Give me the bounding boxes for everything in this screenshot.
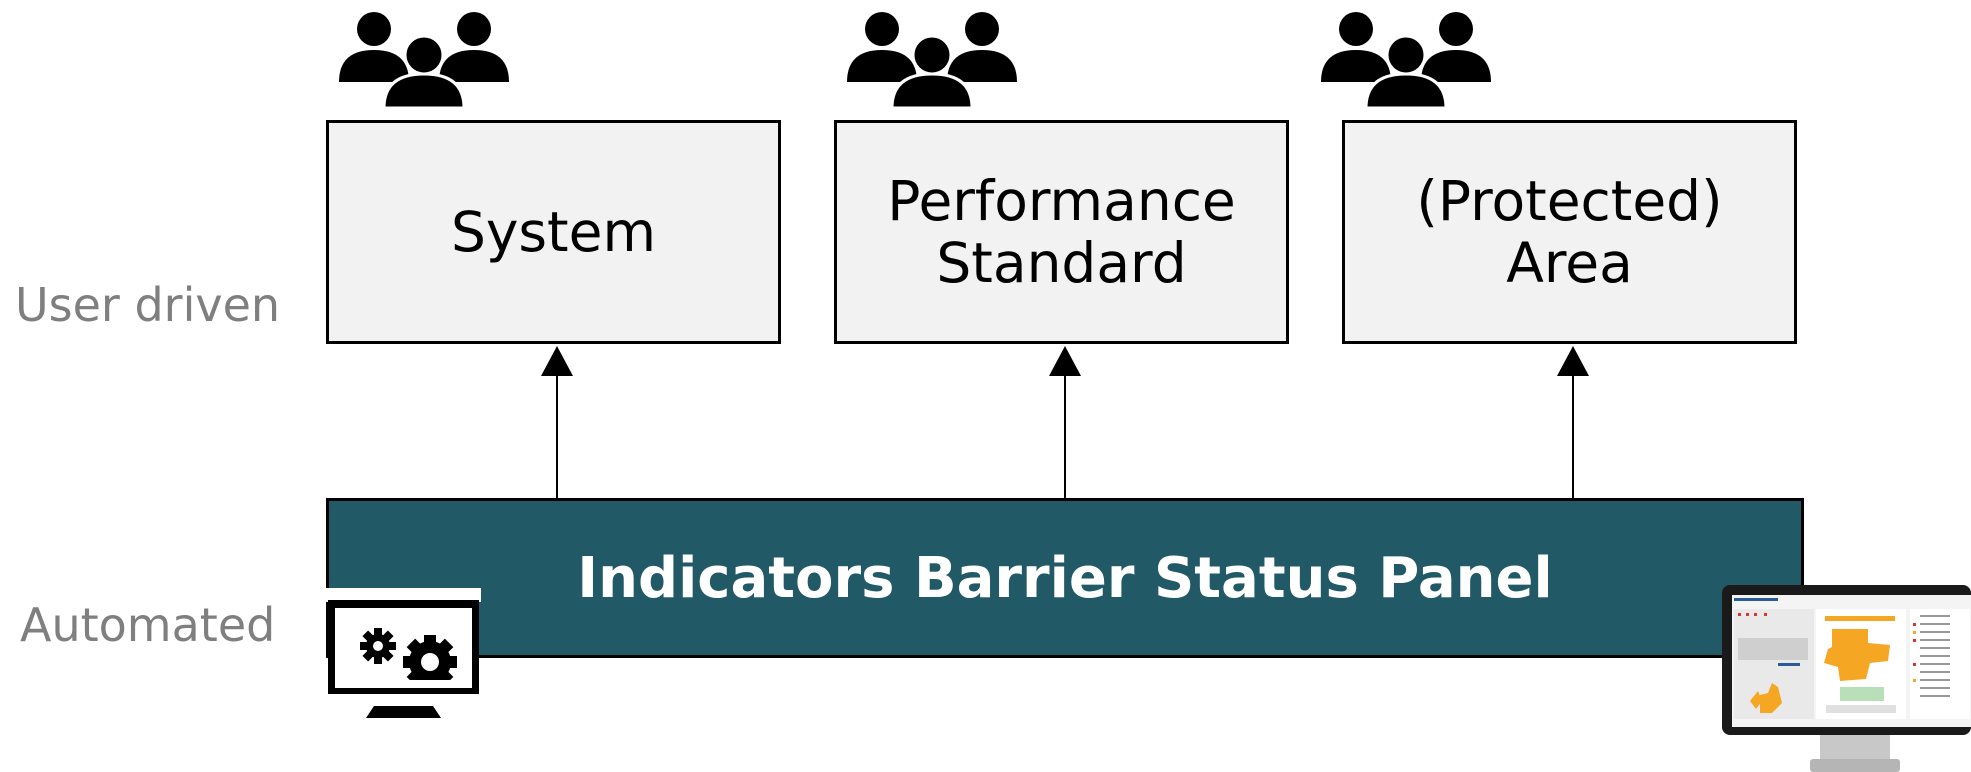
protected-area-box-label: (Protected) Area: [1416, 169, 1723, 295]
protected-area-box: (Protected) Area: [1342, 120, 1797, 344]
people-group-icon: [1321, 12, 1491, 108]
system-box: System: [326, 120, 781, 344]
people-group-icon: [339, 12, 509, 108]
indicators-panel-label: Indicators Barrier Status Panel: [577, 545, 1553, 611]
dashboard-monitor-icon: [1722, 585, 1971, 772]
monitor-gears-icon: [326, 588, 481, 718]
system-box-label: System: [450, 200, 657, 264]
arrowhead-protected-area: [1557, 346, 1589, 376]
arrowhead-performance-standard: [1049, 346, 1081, 376]
performance-standard-box-label: Performance Standard: [887, 169, 1236, 295]
arrowhead-system: [541, 346, 573, 376]
performance-standard-box: Performance Standard: [834, 120, 1289, 344]
automated-label: Automated: [20, 598, 276, 652]
indicators-panel: Indicators Barrier Status Panel: [326, 498, 1804, 658]
people-group-icon: [847, 12, 1017, 108]
user-driven-label: User driven: [15, 278, 281, 332]
